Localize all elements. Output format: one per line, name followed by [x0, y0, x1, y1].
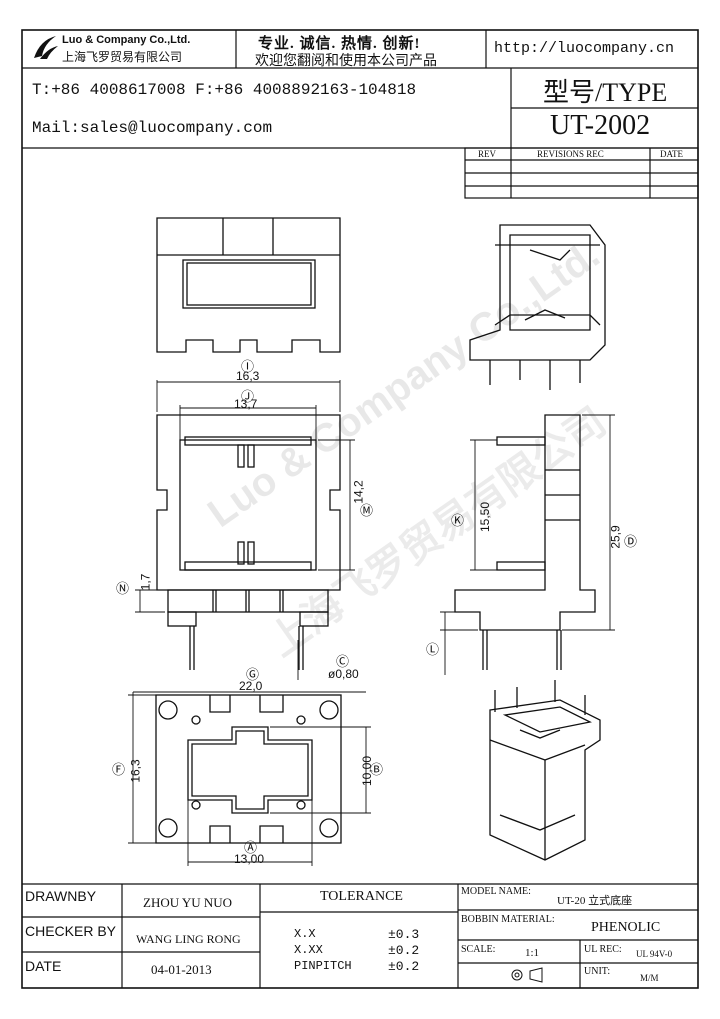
- tol3-val: ±0.2: [388, 959, 420, 974]
- company-name-en: Luo & Company Co.,Ltd.: [62, 34, 191, 46]
- dim-c-label: Ⓒ: [336, 654, 350, 669]
- type-label: 型号/TYPE: [543, 78, 668, 107]
- drawnby-value: ZHOU YU NUO: [143, 895, 233, 910]
- dim-d-label: Ⓓ: [624, 534, 638, 549]
- dim-g-label: Ⓖ: [246, 667, 260, 682]
- isometric-view-bottom: [489, 680, 601, 861]
- tol2-val: ±0.2: [388, 943, 420, 958]
- model-name-value: UT-20 立式底座: [557, 895, 633, 907]
- dim-d-value: 25,9: [608, 525, 623, 549]
- dim-j-value: 13,7: [234, 397, 258, 411]
- dim-i-label: Ⓘ: [241, 359, 255, 374]
- dim-n-label: Ⓝ: [116, 581, 130, 596]
- dim-i-value: 16,3: [236, 369, 260, 383]
- checker-label: CHECKER BY: [25, 923, 117, 939]
- unit-label: UNIT:: [584, 966, 611, 977]
- slogan-line2: 欢迎您翻阅和使用本公司产品: [255, 54, 437, 69]
- dim-f-label: Ⓕ: [112, 762, 126, 777]
- tol1-val: ±0.3: [388, 927, 420, 942]
- scale-value: 1:1: [525, 947, 540, 959]
- drawnby-label: DRAWNBY: [25, 888, 97, 904]
- dim-g-value: 22,0: [239, 679, 263, 693]
- unit-value: M/M: [640, 973, 659, 983]
- dim-c-value: ø0,80: [328, 667, 359, 681]
- dim-n-value: 1,7: [138, 573, 153, 591]
- dim-b-label: Ⓑ: [370, 762, 384, 777]
- dim-m-label: Ⓜ: [360, 503, 374, 518]
- date-header: DATE: [660, 149, 683, 159]
- bottom-view: [155, 694, 342, 844]
- revisions-rec-header: REVISIONS REC: [537, 149, 604, 159]
- ul-label: UL REC:: [584, 944, 622, 955]
- company-logo-icon: [34, 36, 58, 59]
- tol1-key: X.X: [294, 927, 316, 941]
- checker-value: WANG LING RONG: [136, 932, 241, 946]
- ul-value: UL 94V-0: [636, 949, 673, 959]
- dim-l-label: Ⓛ: [426, 642, 440, 657]
- top-view: [156, 217, 341, 353]
- bobbin-label: BOBBIN MATERIAL:: [461, 914, 555, 925]
- tolerance-label: TOLERANCE: [320, 889, 403, 904]
- dim-j-label: Ⓙ: [241, 389, 255, 404]
- tol2-key: X.XX: [294, 943, 323, 957]
- model-name-label: MODEL NAME:: [461, 886, 531, 897]
- website-link[interactable]: http://luocompany.cn: [494, 40, 675, 57]
- bobbin-value: PHENOLIC: [591, 920, 661, 935]
- projection-symbol-icon: [511, 967, 543, 983]
- slogan-line1: 专业. 诚信. 热情. 创新!: [258, 36, 421, 52]
- tol3-key: PINPITCH: [294, 959, 352, 973]
- phone-fax: T:+86 4008617008 F:+86 4008892163-104818: [32, 81, 417, 99]
- rev-header: REV: [478, 149, 496, 159]
- dim-a-label: Ⓐ: [244, 840, 258, 855]
- isometric-view-top: [469, 224, 606, 390]
- dim-k-label: Ⓚ: [451, 513, 465, 528]
- model-number: UT-2002: [550, 110, 651, 141]
- date-value: 04-01-2013: [151, 962, 212, 977]
- email-address[interactable]: Mail:sales@luocompany.com: [32, 119, 273, 137]
- dim-f-value: 16,3: [128, 759, 143, 783]
- company-name-cn: 上海飞罗贸易有限公司: [62, 50, 183, 64]
- side-view: [454, 414, 596, 670]
- dim-a-value: 13,00: [234, 852, 265, 866]
- front-view: [156, 414, 341, 670]
- dim-k-value: 15,50: [478, 501, 493, 533]
- scale-label: SCALE:: [461, 944, 496, 955]
- date-label: DATE: [25, 958, 62, 974]
